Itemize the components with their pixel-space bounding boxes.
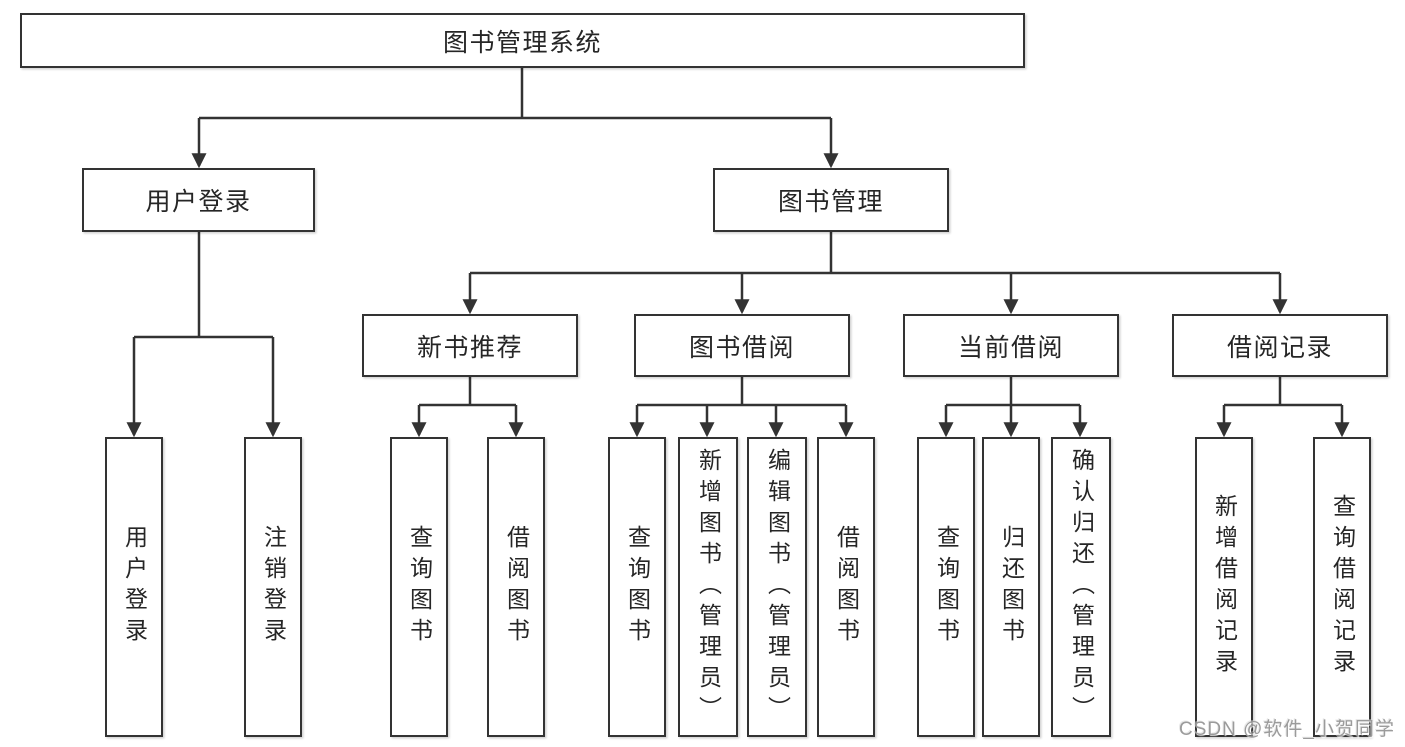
node-current-borrow: 当前借阅: [903, 314, 1119, 377]
connector-book-management: [462, 232, 1288, 315]
node-label: 借阅图书: [833, 525, 860, 649]
leaf-add-book-admin: 新增图书（管理员）: [678, 437, 738, 737]
node-label: 确认归还（管理员）: [1068, 447, 1095, 727]
node-label: 图书管理系统: [442, 28, 602, 57]
node-label: 新增图书（管理员）: [695, 447, 722, 727]
node-book-management: 图书管理: [713, 168, 949, 232]
node-label: 查询图书: [624, 525, 651, 649]
node-label: 查询图书: [933, 525, 960, 649]
leaf-query-books-current: 查询图书: [917, 437, 975, 737]
leaf-borrow-books-recommend: 借阅图书: [487, 437, 545, 737]
node-label: 图书管理: [777, 188, 884, 216]
connector-new-book-recommend: [411, 377, 524, 438]
node-new-book-recommend: 新书推荐: [362, 314, 578, 377]
node-label: 新书推荐: [416, 333, 523, 362]
connector-borrow-records: [1216, 377, 1350, 438]
node-library-system: 图书管理系统: [20, 13, 1025, 68]
connector-root: [191, 68, 839, 169]
node-label: 当前借阅: [957, 333, 1064, 362]
csdn-watermark: CSDN @软件_小贺同学: [1179, 719, 1395, 740]
leaf-query-borrow-record: 查询借阅记录: [1313, 437, 1371, 737]
connector-current-borrow: [938, 377, 1088, 438]
node-label: 查询借阅记录: [1329, 494, 1356, 680]
leaf-confirm-return-admin: 确认归还（管理员）: [1051, 437, 1111, 737]
connector-book-borrow: [629, 377, 854, 438]
node-book-borrow: 图书借阅: [634, 314, 850, 377]
leaf-return-book: 归还图书: [982, 437, 1040, 737]
leaf-query-books-borrow: 查询图书: [608, 437, 666, 737]
leaf-query-books-recommend: 查询图书: [390, 437, 448, 737]
node-label: 编辑图书（管理员）: [764, 447, 791, 727]
node-label: 图书借阅: [688, 333, 795, 362]
leaf-user-login: 用户登录: [105, 437, 163, 737]
leaf-add-borrow-record: 新增借阅记录: [1195, 437, 1253, 737]
node-borrow-records: 借阅记录: [1172, 314, 1388, 377]
leaf-logout: 注销登录: [244, 437, 302, 737]
node-label: 借阅图书: [503, 525, 530, 649]
node-label: 归还图书: [998, 525, 1025, 649]
node-label: 用户登录: [145, 188, 252, 216]
node-label: 借阅记录: [1226, 333, 1333, 362]
node-label: 新增借阅记录: [1211, 494, 1238, 680]
leaf-edit-book-admin: 编辑图书（管理员）: [747, 437, 807, 737]
leaf-borrow-books: 借阅图书: [817, 437, 875, 737]
node-label: 查询图书: [406, 525, 433, 649]
node-label: 注销登录: [260, 525, 287, 649]
connector-user-login: [126, 232, 281, 438]
node-user-login: 用户登录: [82, 168, 315, 232]
node-label: 用户登录: [121, 525, 148, 649]
